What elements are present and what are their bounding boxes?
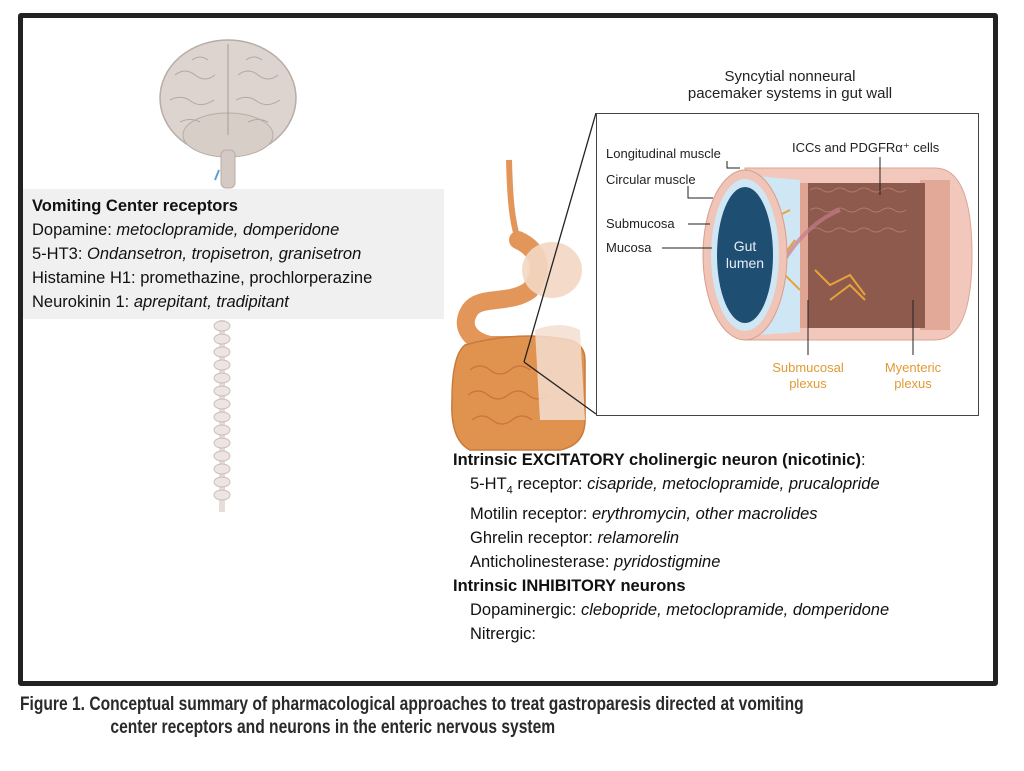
gi-tract-icon xyxy=(451,112,597,451)
vomiting-center-title: Vomiting Center receptors xyxy=(32,197,238,215)
vertebra-segment xyxy=(213,320,231,332)
vertebra-segment xyxy=(213,476,231,488)
vc-item: Histamine H1: promethazine, prochlorpera… xyxy=(32,269,373,287)
vertebra-segment xyxy=(213,463,231,475)
vertebra-segment xyxy=(213,411,231,423)
label-submucosa: Submucosa xyxy=(606,216,675,231)
excitatory-heading: Intrinsic EXCITATORY cholinergic neuron … xyxy=(453,451,866,469)
gut-tube-icon xyxy=(702,167,973,341)
ens-item: Dopaminergic: clebopride, metoclopramide… xyxy=(470,601,890,620)
ens-item: 5-HT4 receptor: cisapride, metoclopramid… xyxy=(470,475,880,497)
vertebra-segment xyxy=(213,359,231,371)
vertebra-segment xyxy=(213,385,231,397)
vertebra-segment xyxy=(213,333,231,345)
label-mucosa: Mucosa xyxy=(606,240,652,255)
vertebra-segment xyxy=(213,437,231,449)
vertebra-segment xyxy=(213,489,231,501)
label-circular-muscle: Circular muscle xyxy=(606,172,696,187)
vomiting-center-box: Vomiting Center receptors Dopamine: meto… xyxy=(23,189,444,319)
ens-item: Nitrergic: xyxy=(470,625,537,644)
vertebra-segment xyxy=(213,346,231,358)
ens-item: Motilin receptor: erythromycin, other ma… xyxy=(470,505,818,524)
leader-lines xyxy=(662,157,914,355)
vc-item: Neurokinin 1: aprepitant, tradipitant xyxy=(32,293,289,311)
label-iccs: ICCs and PDGFRα⁺ cells xyxy=(792,140,940,155)
label-longitudinal-muscle: Longitudinal muscle xyxy=(606,146,721,161)
vertebra-segment xyxy=(213,424,231,436)
ens-item: Anticholinesterase: pyridostigmine xyxy=(470,553,721,572)
vertebra-segment xyxy=(213,398,231,410)
vc-item: Dopamine: metoclopramide, domperidone xyxy=(32,221,340,239)
enteric-neurons-list: Intrinsic EXCITATORY cholinergic neuron … xyxy=(453,448,889,646)
vc-item: 5-HT3: Ondansetron, tropisetron, granise… xyxy=(32,245,362,263)
spinal-cord-icon xyxy=(213,320,231,512)
vertebra-segment xyxy=(213,372,231,384)
inhibitory-heading: Intrinsic INHIBITORY neurons xyxy=(453,577,686,596)
vertebra-segment xyxy=(213,450,231,462)
brain-icon xyxy=(159,39,297,189)
ens-item: Ghrelin receptor: relamorelin xyxy=(470,529,680,548)
figure-caption: Figure 1. Conceptual summary of pharmaco… xyxy=(20,693,804,738)
inset-title: Syncytial nonneural pacemaker systems in… xyxy=(687,68,893,102)
